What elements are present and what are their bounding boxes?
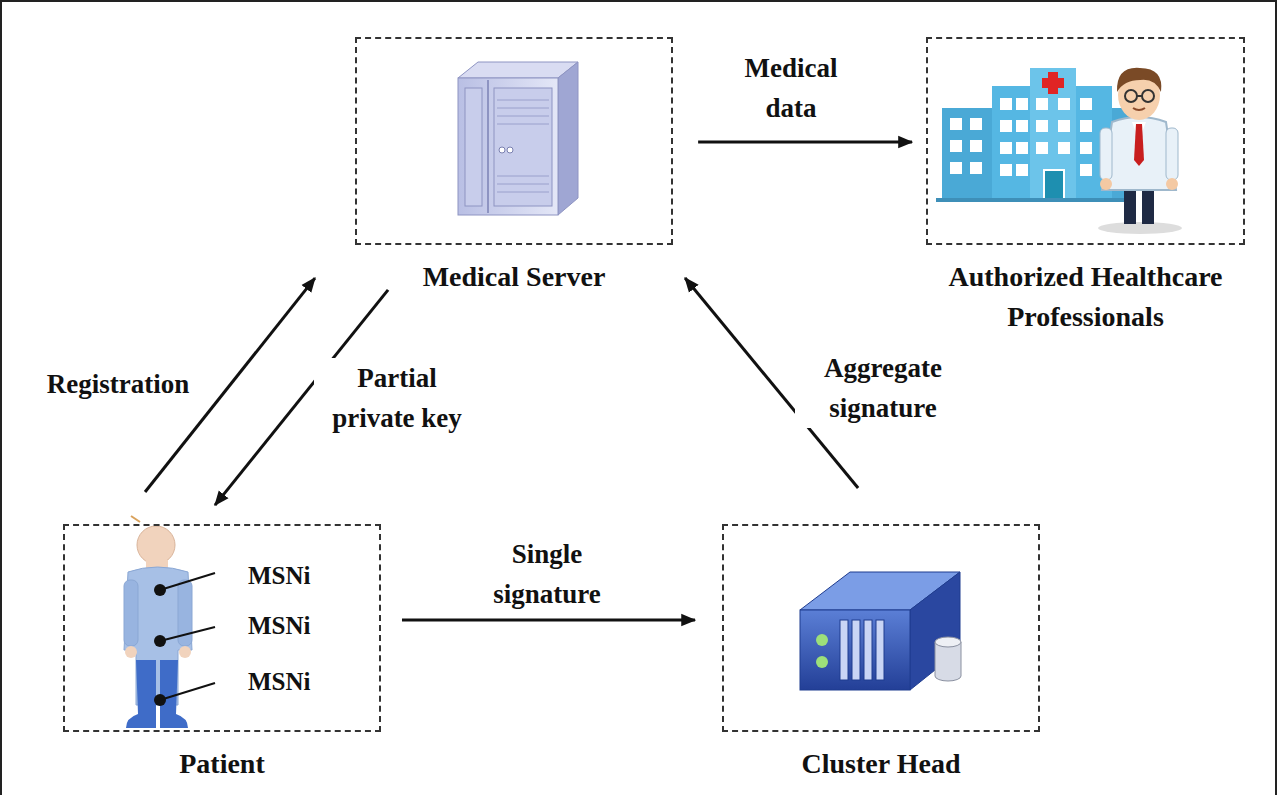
- dashed-box: Cluster Head: [722, 524, 1040, 732]
- edge-label: Aggregate signature: [795, 348, 971, 428]
- arrow-connector: [402, 619, 695, 622]
- patient-figure: [124, 516, 215, 728]
- edge-label: Registration: [44, 364, 192, 404]
- dashed-box: Medical Server: [355, 37, 673, 245]
- node-label: Cluster Head: [731, 744, 1031, 784]
- dashed-box: Authorized Healthcare Professionals: [926, 37, 1245, 245]
- edge-label: Single signature: [469, 534, 625, 614]
- node-label: Medical Server: [354, 257, 674, 297]
- node-label: Authorized Healthcare Professionals: [913, 257, 1258, 337]
- tower-server-icon: [458, 62, 578, 215]
- node-label: Patient: [72, 744, 372, 784]
- sensor-label: MSNi: [248, 668, 311, 696]
- rack-server-icon: [800, 572, 961, 690]
- hospital-icon: [936, 68, 1136, 202]
- edge-label: Medical data: [721, 48, 862, 128]
- sensor-label: MSNi: [248, 562, 311, 590]
- arrow-connector: [698, 141, 912, 144]
- dashed-box: Patient: [63, 524, 381, 732]
- edge-label: Partial private key: [314, 358, 480, 438]
- doctor-icon: [1098, 68, 1182, 234]
- sensor-label: MSNi: [248, 612, 311, 640]
